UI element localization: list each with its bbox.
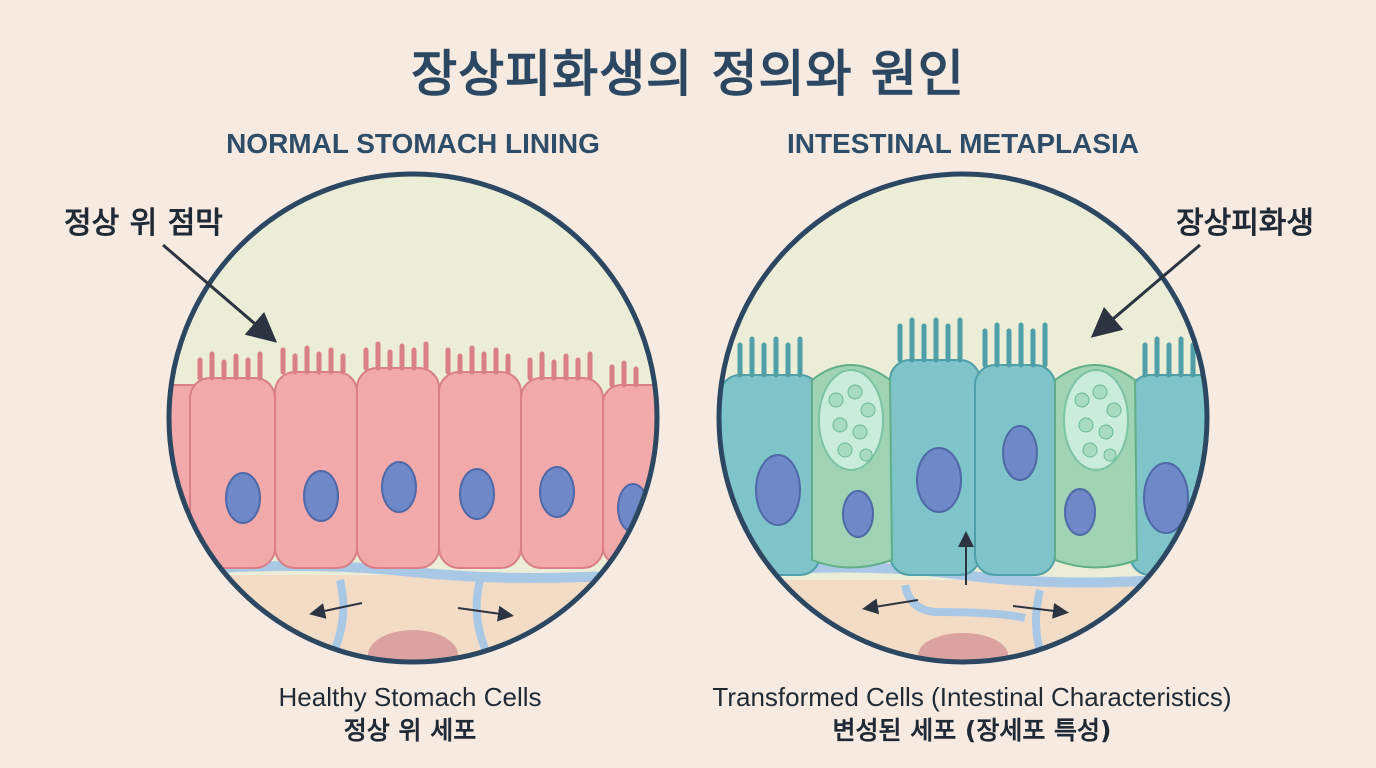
right-caption-ko: 변성된 세포 (장세포 특성)	[632, 714, 1312, 748]
normal-lining-circle	[150, 170, 673, 680]
right-caption: Transformed Cells (Intestinal Characteri…	[632, 680, 1312, 748]
right-caption-en: Transformed Cells (Intestinal Characteri…	[632, 680, 1312, 714]
normal-cell-group	[150, 368, 673, 568]
